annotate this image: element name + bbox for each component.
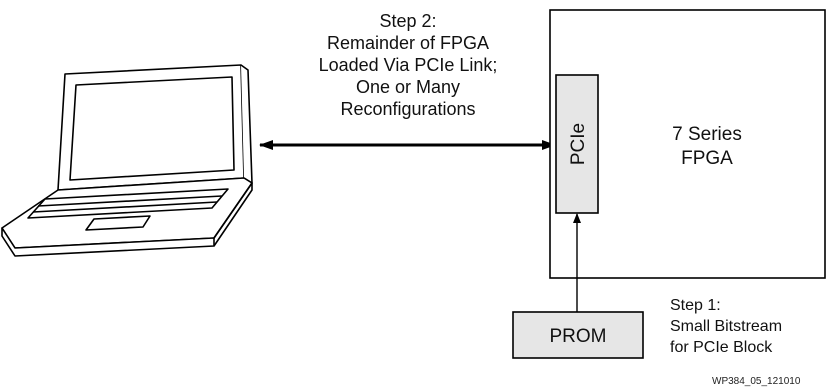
fpga-label: 7 Series FPGA xyxy=(652,123,762,171)
step1-line: for PCIe Block xyxy=(670,339,773,356)
pcie-label: PCIe xyxy=(568,123,589,165)
step2-line: Remainder of FPGA xyxy=(326,33,490,53)
step1-line: Small Bitstream xyxy=(670,318,783,335)
step2-line: Reconfigurations xyxy=(340,99,476,119)
step2-line: One or Many xyxy=(355,77,461,97)
step2-line: Step 2: xyxy=(379,11,437,31)
prom-label: PROM xyxy=(550,326,607,347)
step1-caption: Step 1: Small Bitstream for PCIe Block xyxy=(670,295,830,358)
step2-line: Loaded Via PCIe Link; xyxy=(318,55,498,75)
fpga-label-line: FPGA xyxy=(681,148,733,169)
fpga-label-line: 7 Series xyxy=(672,124,742,145)
laptop-icon xyxy=(1,64,253,257)
step2-caption: Step 2: Remainder of FPGA Loaded Via PCI… xyxy=(300,10,516,120)
figure-id: WP384_05_121010 xyxy=(712,376,801,387)
prom-block xyxy=(512,311,644,359)
step1-line: Step 1: xyxy=(670,297,721,314)
